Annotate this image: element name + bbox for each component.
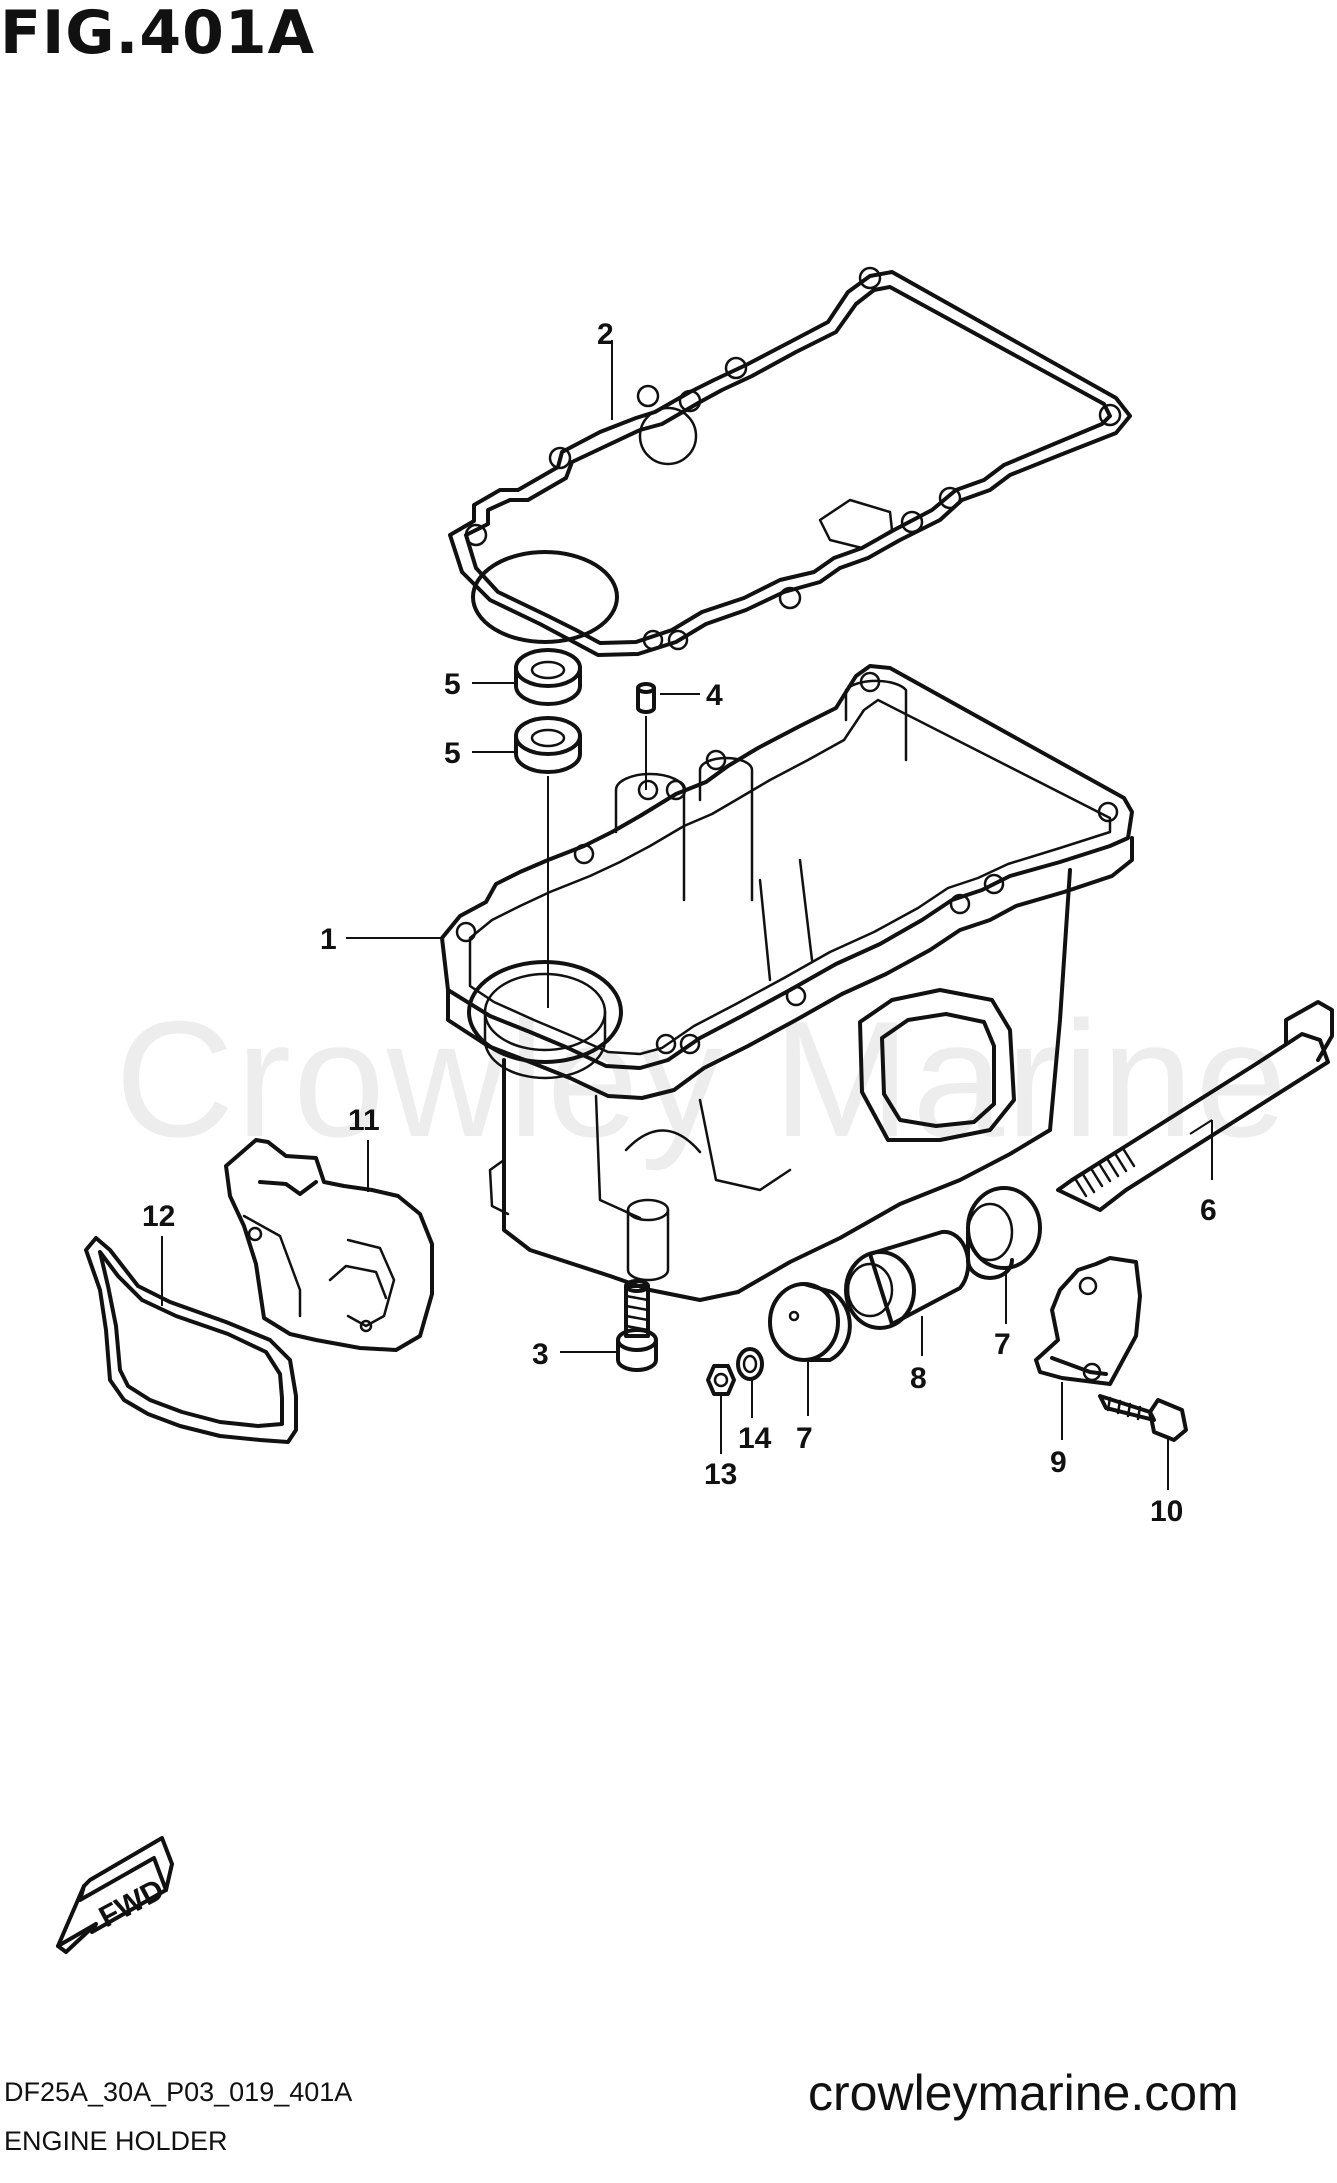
fwd-arrow-icon: FWD [56,1836,174,1954]
part-11-nut: 13 [704,1364,737,1491]
website-label: crowleymarine.com [808,2065,1239,2121]
callout-10: 10 [1150,1495,1183,1528]
part-4-dowel-pin: 4 [636,679,723,790]
part-10-bolt: 10 [1098,1394,1188,1528]
part-6-bolt: 6 [1056,1000,1334,1227]
figure-title: FIG.401A [0,0,316,68]
callout-7a: 7 [796,1422,813,1455]
part-7-washer-left: 7 [768,1282,852,1455]
callout-3: 3 [532,1338,549,1371]
callout-1: 1 [320,923,337,956]
callout-12: 14 [738,1422,772,1455]
watermark-text: Crowley Marine [115,987,1290,1171]
part-2-gasket: 2 [448,266,1132,657]
part-14-seal: 12 [84,1200,298,1444]
callout-5a: 5 [444,668,461,701]
callout-11: 13 [704,1458,737,1491]
callout-13: 11 [348,1104,380,1137]
part-8-rubber-mount: 8 [844,1229,971,1395]
diagram-caption: ENGINE HOLDER [4,2126,228,2156]
callout-2: 2 [597,318,614,351]
part-5-seal-upper: 5 [444,648,582,706]
part-12-washer: 14 [736,1347,772,1455]
callout-14: 12 [142,1200,175,1233]
callout-7b: 7 [994,1328,1011,1361]
part-9-clamp: 9 [1034,1256,1142,1479]
callout-9: 9 [1050,1446,1067,1479]
fwd-label: FWD [94,1873,170,1934]
callout-6: 6 [1200,1194,1217,1227]
part-3-bolt: 3 [532,1279,658,1372]
callout-8: 8 [910,1362,927,1395]
callout-4: 4 [706,679,723,712]
part-1-engine-holder: 1 [320,664,1134,1302]
part-13-upper-cover: 11 [224,1104,434,1352]
callout-5b: 5 [444,737,461,770]
drawing-code: DF25A_30A_P03_019_401A [4,2077,353,2107]
part-7-washer-right: 7 [966,1186,1042,1361]
